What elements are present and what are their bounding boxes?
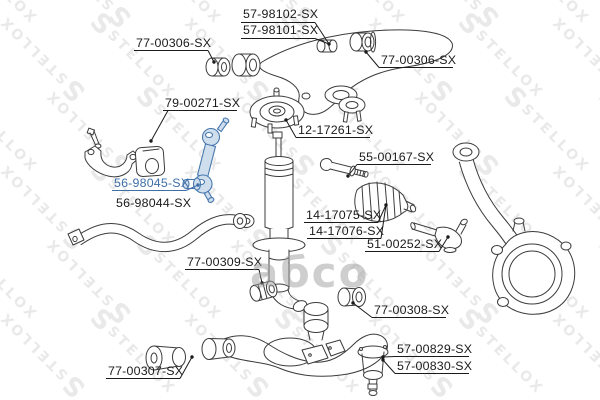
part-upper-control-arm (258, 29, 453, 123)
part-label-57-00830[interactable]: 57-00830-SX (397, 359, 472, 373)
part-stabilizer-bushing (134, 145, 166, 178)
part-label-77-00309[interactable]: 77-00309-SX (187, 255, 262, 269)
leader-14-17076 (307, 204, 387, 239)
leader-79-00271 (149, 110, 237, 143)
part-label-57-00829[interactable]: 57-00829-SX (397, 342, 472, 356)
part-label-77-00306-left[interactable]: 77-00306-SX (136, 36, 211, 50)
leader-57-00829 (381, 355, 469, 359)
part-steering-boot (354, 181, 417, 223)
leader-56-98045 (112, 183, 200, 191)
part-shock-bushing (249, 280, 278, 302)
part-label-56-98045-highlighted[interactable]: 56-98045-SX (114, 176, 189, 190)
part-label-51-00252[interactable]: 51-00252-SX (367, 237, 442, 251)
part-steering-knuckle (452, 142, 576, 315)
leader-57-98101 (241, 38, 330, 45)
part-ball-joint (357, 345, 389, 396)
part-label-14-17076[interactable]: 14-17076-SX (309, 224, 384, 238)
part-label-12-17261[interactable]: 12-17261-SX (298, 123, 373, 137)
part-lower-arm-bushing-front (145, 345, 186, 371)
leader-12-17261 (284, 118, 370, 138)
part-label-77-00308[interactable]: 77-00308-SX (374, 303, 449, 317)
part-label-77-00307[interactable]: 77-00307-SX (108, 364, 183, 378)
part-label-55-00167[interactable]: 55-00167-SX (359, 150, 434, 164)
part-label-57-98101[interactable]: 57-98101-SX (243, 23, 318, 37)
leader-77-00306-left (134, 50, 216, 64)
leader-77-00307 (106, 355, 194, 379)
leader-55-00167 (346, 164, 431, 178)
leader-77-00309 (185, 269, 264, 285)
part-stabilizer-link-highlighted (182, 117, 230, 203)
leader-77-00306-right (364, 50, 453, 68)
part-label-79-00271[interactable]: 79-00271-SX (165, 96, 240, 110)
part-stabilizer-bar (67, 213, 247, 253)
part-lower-control-arm (201, 302, 388, 377)
part-upper-arm-bushing-right (349, 31, 377, 53)
part-upper-arm-bushings-left (205, 53, 261, 77)
part-label-14-17075[interactable]: 14-17075-SX (306, 208, 381, 222)
leader-51-00252 (365, 235, 450, 252)
part-stabilizer-bracket (84, 127, 141, 178)
part-label-77-00306-right[interactable]: 77-00306-SX (381, 53, 456, 67)
part-label-57-98102[interactable]: 57-98102-SX (243, 7, 318, 21)
part-strut-mount (249, 87, 305, 134)
leader-77-00308 (351, 301, 446, 318)
leader-57-00830 (381, 358, 469, 374)
part-label-56-98044[interactable]: 56-98044-SX (116, 196, 191, 210)
part-inner-tie-rod (319, 157, 369, 178)
